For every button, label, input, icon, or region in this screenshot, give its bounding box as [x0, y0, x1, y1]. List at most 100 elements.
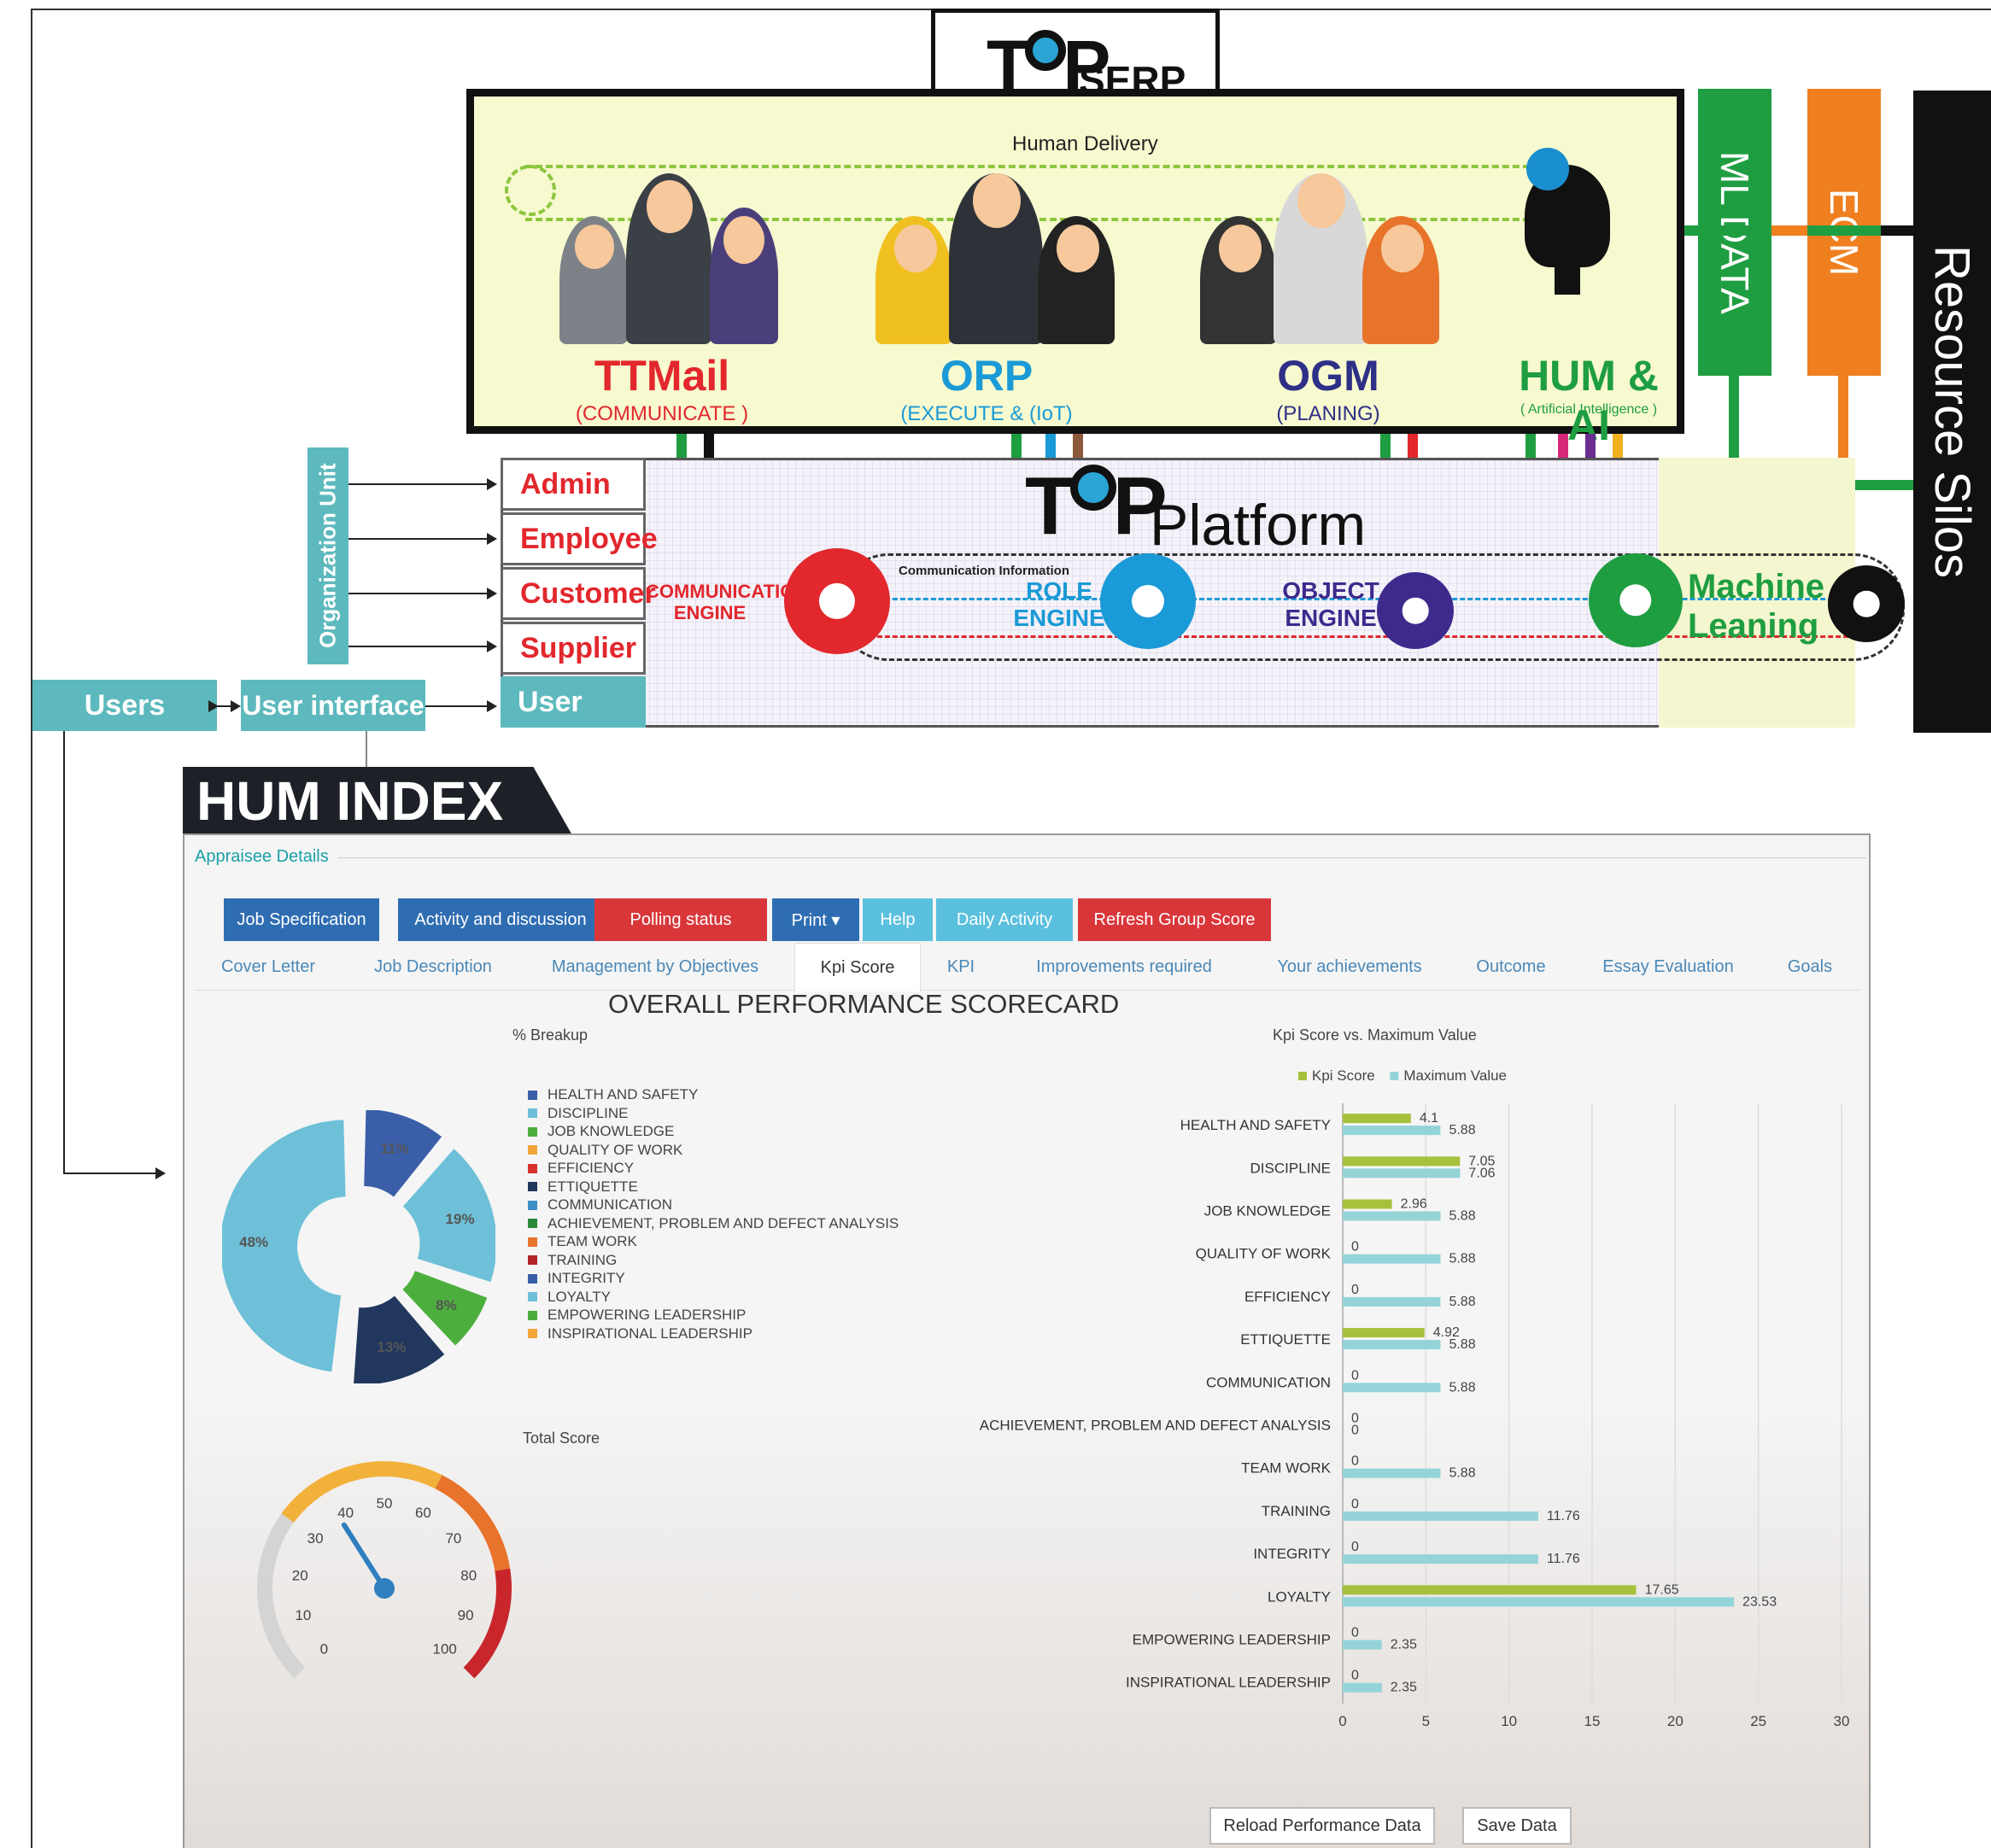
ttmail-people-illustration — [551, 156, 790, 344]
print-dropdown-button[interactable]: Print ▾ — [772, 898, 859, 941]
pie-legend-item[interactable]: JOB KNOWLEDGE — [528, 1123, 674, 1140]
activity-discussion-button[interactable]: Activity and discussion — [398, 898, 603, 941]
pie-legend-item[interactable]: QUALITY OF WORK — [528, 1142, 682, 1159]
delivery-flow-line-top — [525, 165, 1550, 168]
bar[interactable] — [1343, 1156, 1461, 1167]
role-flow-line — [854, 598, 1879, 600]
polling-status-button[interactable]: Polling status — [594, 898, 767, 941]
pie-legend-item[interactable]: DISCIPLINE — [528, 1105, 628, 1122]
tab-cover-letter[interactable]: Cover Letter — [220, 956, 316, 976]
tab-outcome[interactable]: Outcome — [1476, 956, 1546, 976]
bar[interactable] — [1343, 1211, 1441, 1221]
bar[interactable] — [1343, 1597, 1735, 1607]
legend-swatch — [528, 1145, 537, 1155]
bar-value-label: 7.05 — [1468, 1154, 1495, 1168]
bar[interactable] — [1343, 1199, 1392, 1209]
tab-your-achievements[interactable]: Your achievements — [1277, 956, 1422, 976]
pie-legend-item[interactable]: EMPOWERING LEADERSHIP — [528, 1307, 746, 1324]
pie-legend-item[interactable]: TEAM WORK — [528, 1233, 637, 1250]
bar[interactable] — [1343, 1640, 1382, 1650]
pie-legend-item[interactable]: HEALTH AND SAFETY — [528, 1086, 698, 1103]
bar-value-label: 0 — [1351, 1497, 1359, 1512]
connector — [1525, 434, 1536, 458]
job-specification-button[interactable]: Job Specification — [224, 898, 379, 941]
ml-data-connector — [1729, 376, 1739, 458]
refresh-group-score-button[interactable]: Refresh Group Score — [1078, 898, 1271, 941]
bar-value-label: 0 — [1351, 1240, 1359, 1254]
bar-legend-swatch — [1298, 1072, 1307, 1080]
bar-category-label: EMPOWERING LEADERSHIP — [1133, 1632, 1331, 1648]
communication-engine-label: COMMUNICATION ENGINE — [646, 581, 809, 624]
pie-slice-label: 19% — [446, 1211, 475, 1227]
hum-ai-title: HUM & AI — [1519, 352, 1659, 449]
bar-x-tick-label: 0 — [1338, 1713, 1346, 1729]
bar[interactable] — [1343, 1114, 1411, 1124]
legend-swatch — [528, 1329, 537, 1338]
pie-legend-item[interactable]: INSPIRATIONAL LEADERSHIP — [528, 1325, 752, 1342]
bar[interactable] — [1343, 1328, 1425, 1338]
platform-silos-link — [1855, 480, 1913, 490]
bar[interactable] — [1343, 1554, 1538, 1564]
pie-legend-item[interactable]: LOYALTY — [528, 1289, 611, 1306]
pie-legend-item[interactable]: TRAINING — [528, 1252, 617, 1269]
tabs-divider — [195, 990, 1860, 991]
pie-legend-item[interactable]: ETTIQUETTE — [528, 1178, 638, 1196]
save-data-button[interactable]: Save Data — [1462, 1807, 1572, 1845]
tab-kpi[interactable]: KPI — [946, 956, 975, 976]
pie-slice[interactable] — [222, 1120, 346, 1372]
bar-value-label: 11.76 — [1547, 1509, 1580, 1523]
help-button[interactable]: Help — [863, 898, 933, 941]
pie-legend-item[interactable]: ACHIEVEMENT, PROBLEM AND DEFECT ANALYSIS — [528, 1215, 899, 1232]
bar-chart-title: Kpi Score vs. Maximum Value — [1273, 1026, 1477, 1044]
tab-essay-evaluation[interactable]: Essay Evaluation — [1602, 956, 1734, 976]
hum-ai-subtitle: ( Artificial Intelligence ) — [1520, 402, 1658, 417]
pie-legend-item[interactable]: INTEGRITY — [528, 1270, 625, 1287]
bar-category-label: HEALTH AND SAFETY — [1180, 1117, 1331, 1133]
tab-job-description[interactable]: Job Description — [374, 956, 492, 976]
bar[interactable] — [1343, 1468, 1441, 1478]
pie-slice[interactable] — [354, 1295, 445, 1383]
legend-label: QUALITY OF WORK — [548, 1141, 683, 1158]
pie-slice[interactable] — [402, 1149, 495, 1283]
bar[interactable] — [1343, 1682, 1382, 1693]
bar[interactable] — [1343, 1383, 1441, 1393]
ai-gear-icon — [1526, 148, 1569, 190]
pie-legend-item[interactable]: COMMUNICATION — [528, 1196, 672, 1213]
tab-improvements-required[interactable]: Improvements required — [1036, 956, 1212, 976]
bar[interactable] — [1343, 1511, 1538, 1521]
tab-kpi-score[interactable]: Kpi Score — [794, 943, 921, 991]
daily-activity-button[interactable]: Daily Activity — [936, 898, 1073, 941]
connector — [1558, 434, 1568, 458]
bar[interactable] — [1343, 1254, 1441, 1264]
hum-index-app — [183, 833, 1871, 1848]
organization-unit-box: Organization Unit — [307, 447, 348, 664]
bar-category-label: TRAINING — [1262, 1503, 1331, 1519]
tab-management-by-objectives[interactable]: Management by Objectives — [551, 956, 759, 976]
bar-value-label: 0 — [1351, 1454, 1359, 1469]
reload-performance-data-button[interactable]: Reload Performance Data — [1209, 1807, 1435, 1845]
pie-slice[interactable] — [402, 1271, 488, 1346]
bar[interactable] — [1343, 1168, 1461, 1178]
connector — [704, 434, 714, 458]
bar[interactable] — [1343, 1585, 1637, 1595]
pie-legend-item[interactable]: EFFICIENCY — [528, 1160, 634, 1177]
bar-value-label: 5.88 — [1449, 1295, 1475, 1309]
gauge-tick-label: 70 — [445, 1530, 461, 1547]
connector — [1585, 434, 1596, 458]
legend-label: HEALTH AND SAFETY — [548, 1086, 699, 1102]
tab-goals[interactable]: Goals — [1787, 956, 1833, 976]
bar[interactable] — [1343, 1126, 1441, 1136]
bar[interactable] — [1343, 1340, 1441, 1350]
role-user: User — [501, 676, 646, 728]
gauge-tick-label: 90 — [458, 1607, 474, 1623]
ogm-people-illustration — [1192, 148, 1448, 344]
bar-value-label: 0 — [1351, 1368, 1359, 1383]
communication-information-label: Communication Information — [899, 564, 1069, 578]
pie-slice[interactable] — [364, 1110, 442, 1197]
bar-x-tick-label: 15 — [1584, 1713, 1601, 1729]
bar[interactable] — [1343, 1296, 1441, 1307]
legend-swatch — [528, 1219, 537, 1228]
gauge-tick-label: 80 — [460, 1567, 477, 1583]
